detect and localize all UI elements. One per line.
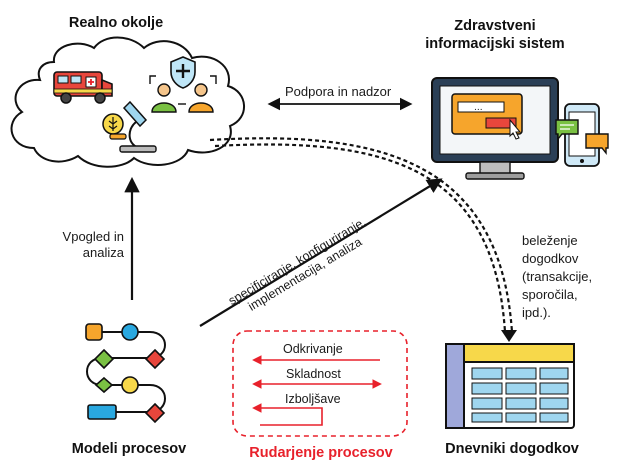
process-model-icon bbox=[85, 323, 166, 424]
his-title: Zdravstveni informacijski sistem bbox=[410, 17, 580, 53]
logs-title: Dnevniki dogodkov bbox=[445, 441, 579, 457]
insight-label-line1: Vpogled in bbox=[62, 229, 124, 244]
insight-label: Vpogled in analiza bbox=[52, 229, 124, 261]
his-title-line1: Zdravstveni bbox=[454, 18, 536, 34]
shield-icon bbox=[149, 56, 217, 89]
recording-label-line1: beleženje bbox=[522, 233, 578, 248]
mining-title: Rudarjenje procesov bbox=[249, 445, 393, 461]
his-title-line2: informacijski sistem bbox=[425, 36, 565, 52]
log-table-icon bbox=[445, 343, 575, 429]
support-label: Podpora in nadzor bbox=[285, 84, 392, 99]
svg-text:...: ... bbox=[474, 103, 483, 113]
recording-arrow-head bbox=[501, 330, 517, 342]
monitor-icon: ... bbox=[431, 77, 559, 180]
enhancement-label: Izboljšave bbox=[285, 392, 341, 406]
insight-label-line2: analiza bbox=[82, 245, 124, 260]
recording-arrow-track bbox=[214, 143, 507, 333]
discovery-label: Odkrivanje bbox=[283, 342, 343, 356]
microscope-icon bbox=[109, 100, 157, 153]
chat-bubble-icon bbox=[555, 119, 609, 155]
medical-staff-icon bbox=[151, 83, 214, 113]
recording-label: beleženje dogodkov (transakcije, sporoči… bbox=[522, 232, 592, 322]
enhancement-arrow bbox=[252, 403, 323, 426]
recording-label-line5: ipd.). bbox=[522, 305, 551, 320]
models-title: Modeli procesov bbox=[71, 441, 187, 457]
recording-label-line3: (transakcije, bbox=[522, 269, 593, 284]
wheat-icon bbox=[102, 113, 124, 135]
real-environment-title: Realno okolje bbox=[68, 15, 164, 31]
conformance-label: Skladnost bbox=[286, 367, 341, 381]
recording-label-line4: sporočila, bbox=[522, 287, 578, 302]
recording-label-line2: dogodkov bbox=[522, 251, 579, 266]
ambulance-icon bbox=[53, 71, 113, 104]
recording-arrow bbox=[209, 137, 514, 333]
mining-box bbox=[232, 330, 408, 437]
spec-arrow bbox=[199, 178, 443, 327]
